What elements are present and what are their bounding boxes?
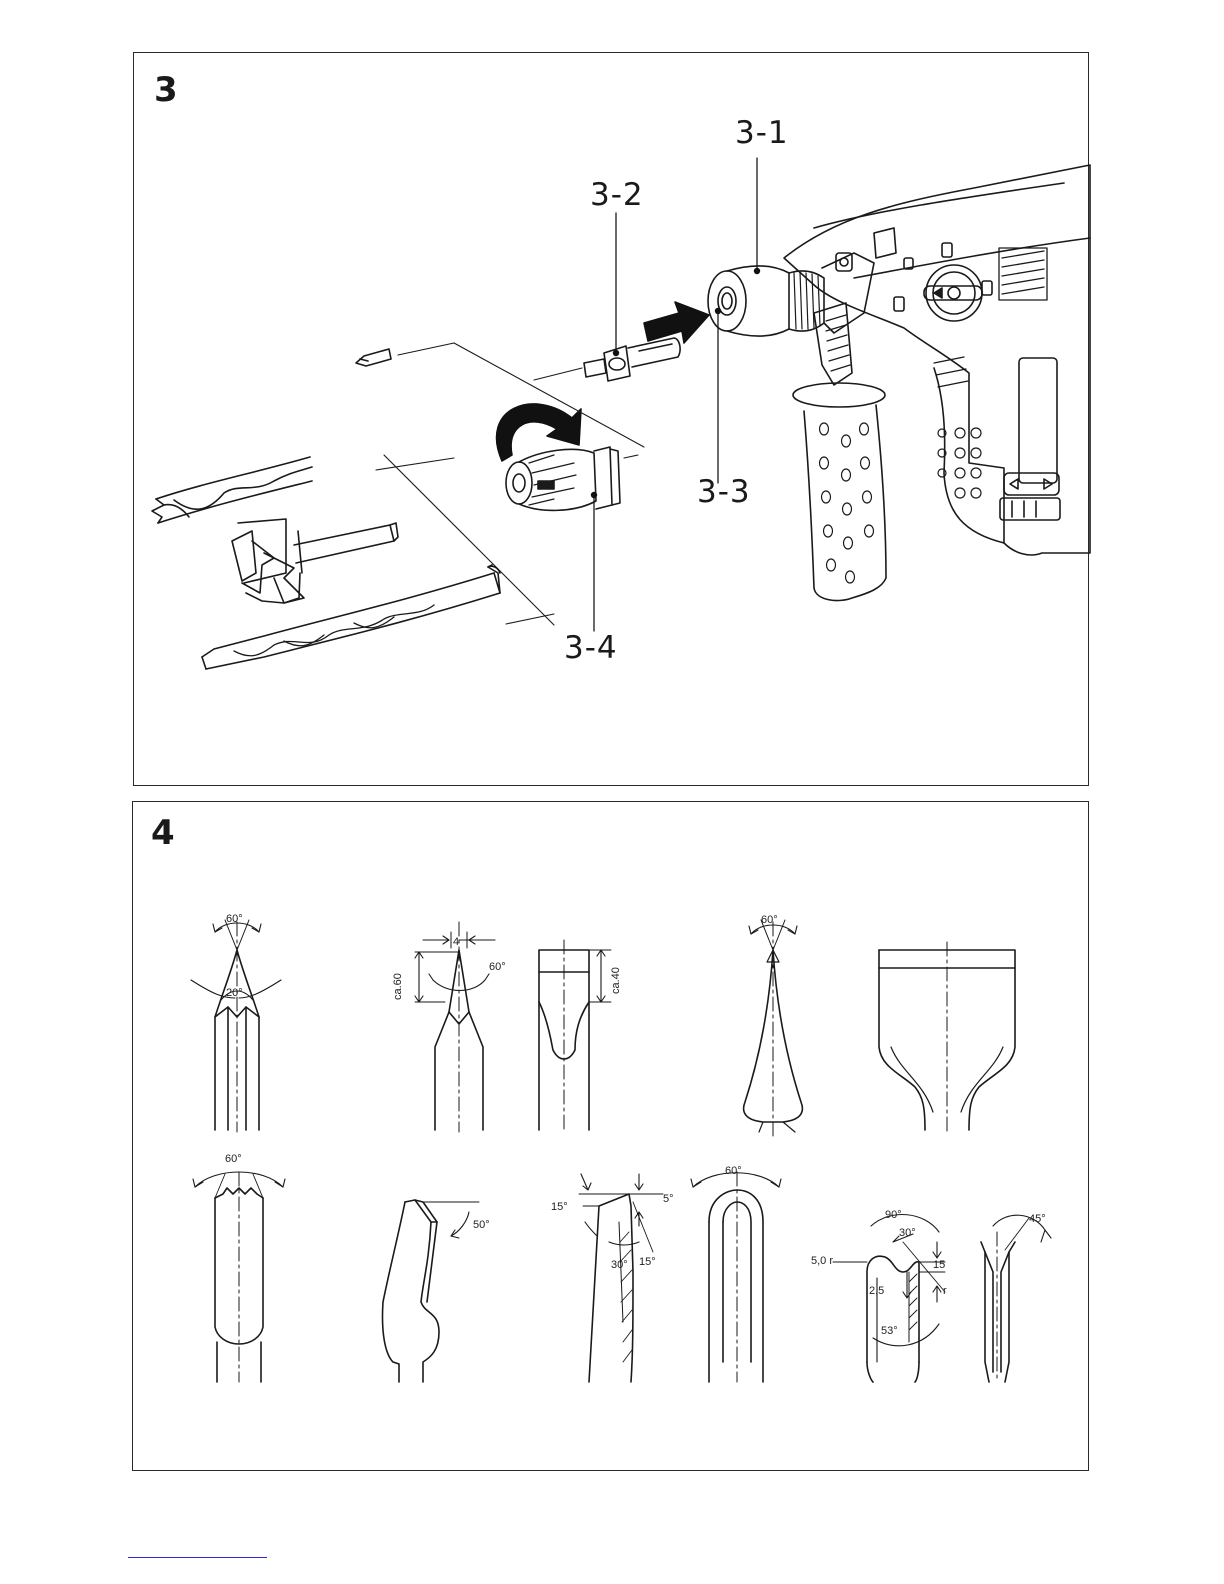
pointed-chisel-drawing [191, 920, 281, 1132]
angle-label: 30° [611, 1259, 628, 1271]
cutting-chisel-drawing [579, 1174, 663, 1382]
screwdriver-bit [356, 349, 391, 366]
angle-label: 90° [885, 1209, 902, 1221]
assembly-leader-lines [376, 343, 644, 625]
figure-4-panel: 4 [132, 801, 1089, 1471]
dimension-label: ca.40 [610, 967, 622, 994]
toothed-chisel-drawing [193, 1172, 285, 1382]
angle-label: 60° [489, 961, 506, 973]
angle-label: 15° [551, 1201, 568, 1213]
spade-chisel-drawing [879, 942, 1015, 1132]
callout-3-1: 3-1 [735, 118, 789, 149]
angle-label: 60° [226, 913, 243, 925]
angle-label: 15° [639, 1256, 656, 1268]
joint-chisel-drawing [833, 1215, 945, 1382]
channel-chisel-drawing [691, 1172, 781, 1382]
angle-label: 50° [473, 1219, 490, 1231]
cone-chisel-drawing [744, 920, 803, 1137]
angle-label: 60° [761, 914, 778, 926]
dimension-label: 5,0 r [811, 1255, 833, 1267]
insert-arrow [644, 302, 709, 343]
dimension-label: 4 [453, 936, 459, 948]
angle-label: 45° [1029, 1213, 1046, 1225]
gouge-chisel-drawing [382, 1200, 479, 1382]
angle-label: 5° [663, 1193, 674, 1205]
twist-drill-bit [202, 565, 500, 669]
footnote-rule [128, 1557, 267, 1558]
joint-chisel-front-drawing [981, 1215, 1051, 1382]
forstner-bit [232, 519, 398, 603]
wood-drill-bit [152, 457, 312, 523]
callout-3-4: 3-4 [564, 633, 618, 664]
angle-label: 53° [881, 1325, 898, 1337]
dimension-label: 2,5 [869, 1285, 884, 1297]
keyless-chuck [497, 404, 620, 510]
dimension-labels: 60° 20° 4 60° ca.60 ca.40 60° 60° 50° 15… [225, 913, 1046, 1337]
flat-chisel-front-drawing [415, 922, 495, 1132]
sds-adapter [584, 338, 680, 381]
callout-leader-lines [594, 158, 757, 631]
angle-label: 20° [226, 987, 243, 999]
flat-chisel-side-drawing [539, 940, 611, 1132]
callout-3-3: 3-3 [697, 477, 751, 508]
figure-3-panel: 3 [133, 52, 1089, 786]
angle-label: 30° [899, 1227, 916, 1239]
drill-assembly-drawing [134, 53, 1090, 787]
chisel-grinding-drawings: 60° 20° 4 60° ca.60 ca.40 60° 60° 50° 15… [133, 802, 1090, 1472]
dimension-label: 15 [933, 1259, 945, 1271]
angle-label: 60° [725, 1165, 742, 1177]
dimension-label: ca.60 [392, 973, 404, 1000]
hammer-drill [708, 165, 1090, 601]
callout-3-2: 3-2 [590, 180, 644, 211]
dimension-label: r [943, 1285, 947, 1297]
angle-label: 60° [225, 1153, 242, 1165]
